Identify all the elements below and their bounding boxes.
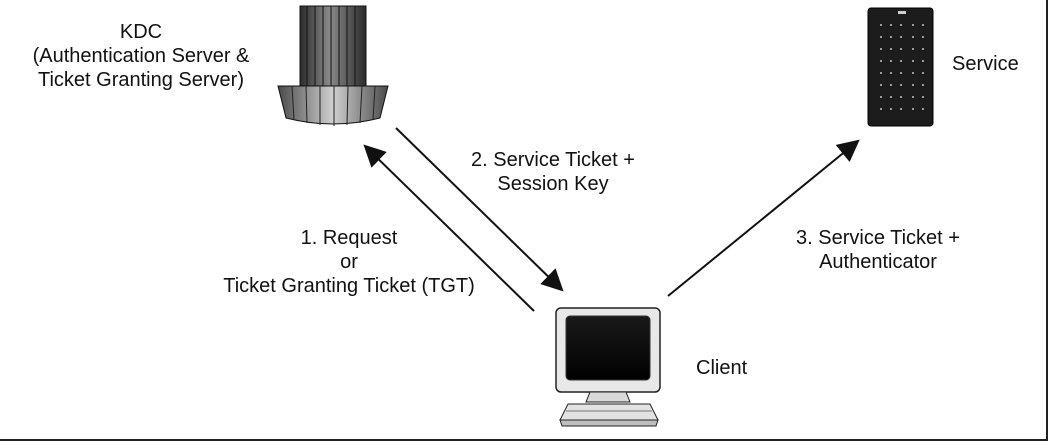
kdc-subtitle-2: Ticket Granting Server) (38, 69, 244, 91)
service-ticket-line-1: 2. Service Ticket + (471, 149, 635, 171)
arrow-authenticator (667, 139, 860, 297)
arrow-service-ticket (395, 127, 564, 292)
authenticator-line-1: 3. Service Ticket + (796, 227, 960, 249)
request-label: 1. Request or Ticket Granting Ticket (TG… (190, 226, 508, 298)
kdc-server-icon (277, 5, 389, 126)
authenticator-line-2: Authenticator (819, 251, 937, 273)
request-line-1: 1. Request (300, 227, 398, 249)
kdc-title: KDC (119, 21, 163, 43)
authenticator-label: 3. Service Ticket + Authenticator (778, 226, 978, 274)
client-computer-icon (555, 307, 661, 427)
arrow-request (363, 144, 535, 312)
request-line-2: or (340, 251, 358, 273)
request-line-3: Ticket Granting Ticket (TGT) (223, 275, 475, 297)
service-label: Service (952, 53, 1019, 75)
service-ticket-line-2: Session Key (497, 173, 609, 195)
client-label: Client (696, 357, 748, 379)
kdc-subtitle-1: (Authentication Server & (32, 45, 250, 67)
service-server-icon (867, 7, 934, 127)
service-ticket-label: 2. Service Ticket + Session Key (448, 148, 658, 196)
kdc-label: KDC (Authentication Server & Ticket Gran… (4, 20, 278, 92)
